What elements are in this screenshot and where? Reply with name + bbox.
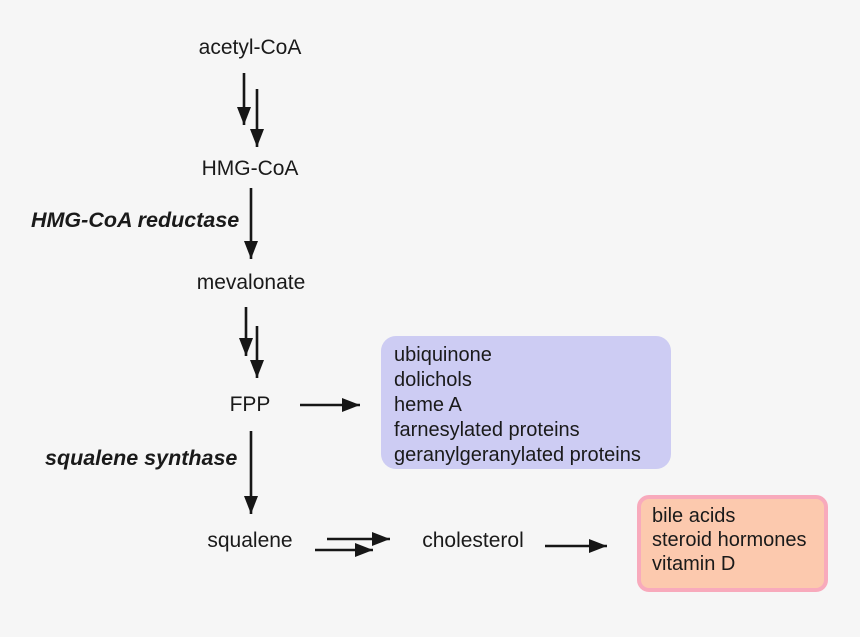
- node-acetyl-coa: acetyl-CoA: [198, 36, 302, 59]
- arrow-mevalonate-to-fpp: [239, 307, 264, 378]
- product-box-fpp: ubiquinone dolichols heme A farnesylated…: [381, 336, 671, 469]
- node-cholesterol: cholesterol: [422, 529, 524, 552]
- node-squalene: squalene: [207, 529, 293, 552]
- product-item-farnesylated-proteins: farnesylated proteins: [394, 419, 580, 441]
- arrow-acetylcoa-to-hmgcoa: [237, 73, 264, 147]
- product-item-ubiquinone: ubiquinone: [394, 344, 492, 366]
- product-item-dolichols: dolichols: [394, 369, 472, 391]
- node-fpp: FPP: [229, 393, 271, 416]
- node-hmg-coa: HMG-CoA: [201, 157, 299, 180]
- product-item-vitamin-d: vitamin D: [652, 553, 736, 575]
- product-item-steroid-hormones: steroid hormones: [652, 529, 807, 551]
- product-box-cholesterol: bile acids steroid hormones vitamin D: [637, 495, 828, 592]
- product-item-bile-acids: bile acids: [652, 505, 736, 527]
- node-mevalonate: mevalonate: [196, 271, 306, 294]
- product-item-heme-a: heme A: [394, 394, 462, 416]
- enzyme-label-hmg-coa-reductase: HMG-CoA reductase: [31, 208, 240, 232]
- enzyme-label-squalene-synthase: squalene synthase: [45, 446, 238, 470]
- product-item-geranylgeranylated-proteins: geranylgeranylated proteins: [394, 444, 641, 466]
